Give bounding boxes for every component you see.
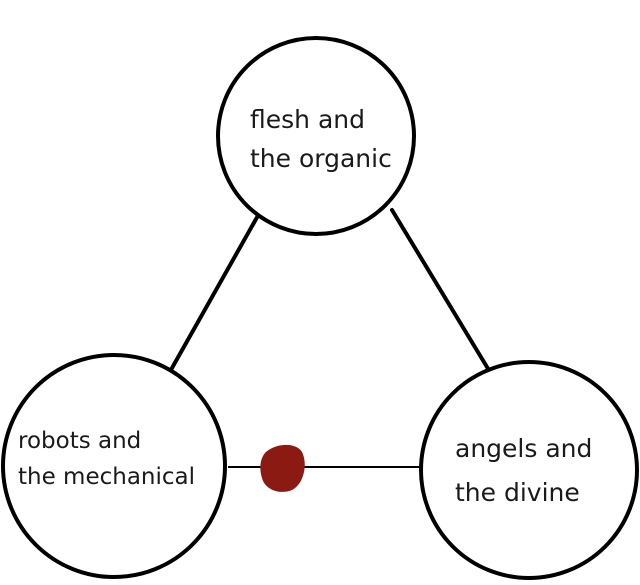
edge-top-left — [170, 210, 262, 370]
node-left-label-line1: robots and — [18, 428, 141, 454]
node-right: angels and the divine — [419, 360, 639, 580]
node-left: robots and the mechanical — [1, 353, 227, 579]
node-top-label-line1: flesh and — [250, 105, 365, 134]
node-right-label-line1: angels and — [455, 434, 592, 463]
node-left-circle — [1, 353, 227, 579]
node-top-circle — [216, 36, 416, 236]
edge-top-right — [390, 208, 492, 374]
position-marker-dot — [260, 444, 305, 492]
node-top: flesh and the organic — [216, 36, 416, 236]
node-right-circle — [419, 360, 639, 580]
node-right-label-line2: the divine — [455, 478, 580, 507]
node-left-label-line2: the mechanical — [18, 464, 195, 490]
node-top-label-line2: the organic — [250, 144, 392, 173]
